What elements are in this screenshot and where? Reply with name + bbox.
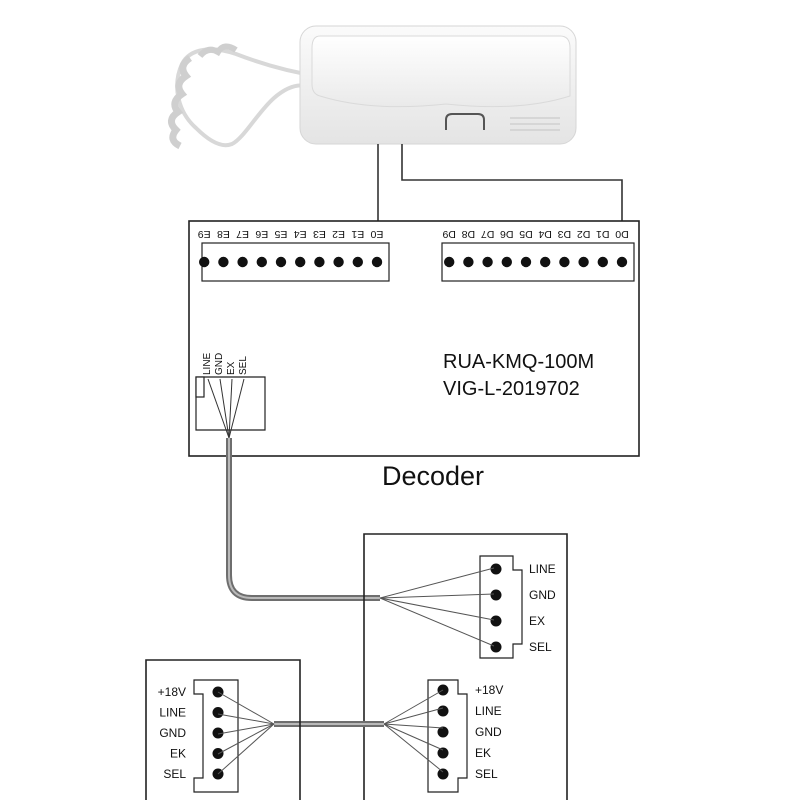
intercom-handset-image xyxy=(168,25,577,150)
right-bottom-pin-label: EK xyxy=(475,746,491,760)
d-terminal-label: D5 xyxy=(519,228,533,240)
right-bottom-pin-2 xyxy=(437,726,449,738)
right-bottom-pin-4 xyxy=(437,768,449,780)
e-terminal-label: E1 xyxy=(351,228,364,240)
left-pin-label: +18V xyxy=(158,685,186,699)
d-terminal-d9 xyxy=(444,256,455,268)
right-bottom-pin-label: SEL xyxy=(475,767,498,781)
decoder-pin-label: GND xyxy=(214,353,225,375)
left-pin-label: GND xyxy=(159,726,186,740)
d-terminal-d6 xyxy=(501,256,512,268)
e-terminal-e7 xyxy=(237,256,248,268)
right-top-pin-2 xyxy=(490,615,502,627)
d-terminal-label: D9 xyxy=(442,228,456,240)
left-connector: +18V LINE GND EK SEL xyxy=(158,679,275,793)
left-pin-label: EK xyxy=(170,747,186,761)
right-top-pin-3 xyxy=(490,641,502,653)
right-unit: LINE GND EX SEL +18V LINE GND EK SEL xyxy=(363,533,568,800)
right-bottom-pin-1 xyxy=(437,705,449,717)
left-pin-2 xyxy=(212,727,224,739)
right-bottom-pin-label: +18V xyxy=(475,683,503,697)
e-terminal-e5 xyxy=(275,256,287,268)
left-pin-label: SEL xyxy=(163,767,186,781)
right-bottom-pin-3 xyxy=(437,747,449,759)
e-terminal-label: E0 xyxy=(370,228,383,240)
left-unit: +18V LINE GND EK SEL xyxy=(145,659,301,800)
right-top-pin-label: GND xyxy=(529,588,556,602)
e-terminal-e1 xyxy=(352,256,363,268)
e-terminal-label: E2 xyxy=(332,228,345,240)
d-terminal-label: D2 xyxy=(577,228,591,240)
e-terminal-label: E5 xyxy=(274,228,287,240)
d-terminal-d0 xyxy=(616,256,628,268)
d-terminal-label: D0 xyxy=(615,228,629,240)
right-bottom-pin-label: LINE xyxy=(475,704,502,718)
right-top-pin-0 xyxy=(490,563,502,575)
e-terminal-block: E0 E1 E2 E3 E4 E5 E6 E7 E8 E9 xyxy=(198,228,390,282)
right-bottom-connector: +18V LINE GND EK SEL xyxy=(383,679,503,793)
e-terminal-label: E6 xyxy=(255,228,268,240)
d-terminal-d2 xyxy=(578,256,589,268)
d-terminal-d5 xyxy=(520,256,532,268)
d-terminal-d1 xyxy=(597,256,608,268)
right-top-pin-1 xyxy=(490,589,502,601)
d-terminal-label: D4 xyxy=(538,228,552,240)
d-terminal-d7 xyxy=(482,256,493,268)
model-line-1: RUA-KMQ-100M xyxy=(443,351,594,373)
decoder-pin-label: LINE xyxy=(202,352,213,375)
e-terminal-e8 xyxy=(218,256,229,268)
d-terminal-label: D8 xyxy=(462,228,476,240)
left-pin-1 xyxy=(212,707,224,718)
e-terminal-e4 xyxy=(295,256,306,268)
decoder-pin-label: SEL xyxy=(238,356,249,375)
decoder-pin-label: EX xyxy=(226,361,237,375)
e-terminal-e0 xyxy=(371,256,383,268)
e-terminal-label: E8 xyxy=(217,228,230,240)
d-terminal-block: D0 D1 D2 D3 D4 D5 D6 D7 D8 D9 xyxy=(441,228,635,282)
e-terminal-label: E3 xyxy=(313,228,326,240)
left-pin-label: LINE xyxy=(159,706,186,720)
right-bottom-pin-label: GND xyxy=(475,725,502,739)
d-terminal-label: D7 xyxy=(481,228,495,240)
coiled-cord xyxy=(168,43,320,150)
speaker-grille xyxy=(510,117,560,131)
d-terminal-d4 xyxy=(540,256,551,268)
d-terminal-d8 xyxy=(463,256,474,268)
right-top-pin-label: EX xyxy=(529,614,545,628)
e-terminal-e9 xyxy=(199,256,210,268)
right-top-pin-label: SEL xyxy=(529,640,552,654)
e-terminal-label: E7 xyxy=(236,228,249,240)
right-top-pin-label: LINE xyxy=(529,562,556,576)
decoder-cable xyxy=(226,438,380,601)
d-terminal-label: D6 xyxy=(500,228,514,240)
model-line-2: VIG-L-2019702 xyxy=(443,378,580,400)
e-terminal-label: E4 xyxy=(294,228,307,240)
d-terminal-d3 xyxy=(559,256,570,268)
right-top-connector: LINE GND EX SEL xyxy=(379,555,556,659)
decoder-caption: Decoder xyxy=(382,461,484,491)
d-terminal-label: D3 xyxy=(558,228,572,240)
e-terminal-e3 xyxy=(314,256,325,268)
d-terminal-label: D1 xyxy=(596,228,610,240)
e-terminal-e2 xyxy=(333,256,344,268)
e-terminal-label: E9 xyxy=(198,228,211,240)
e-terminal-e6 xyxy=(256,256,267,268)
